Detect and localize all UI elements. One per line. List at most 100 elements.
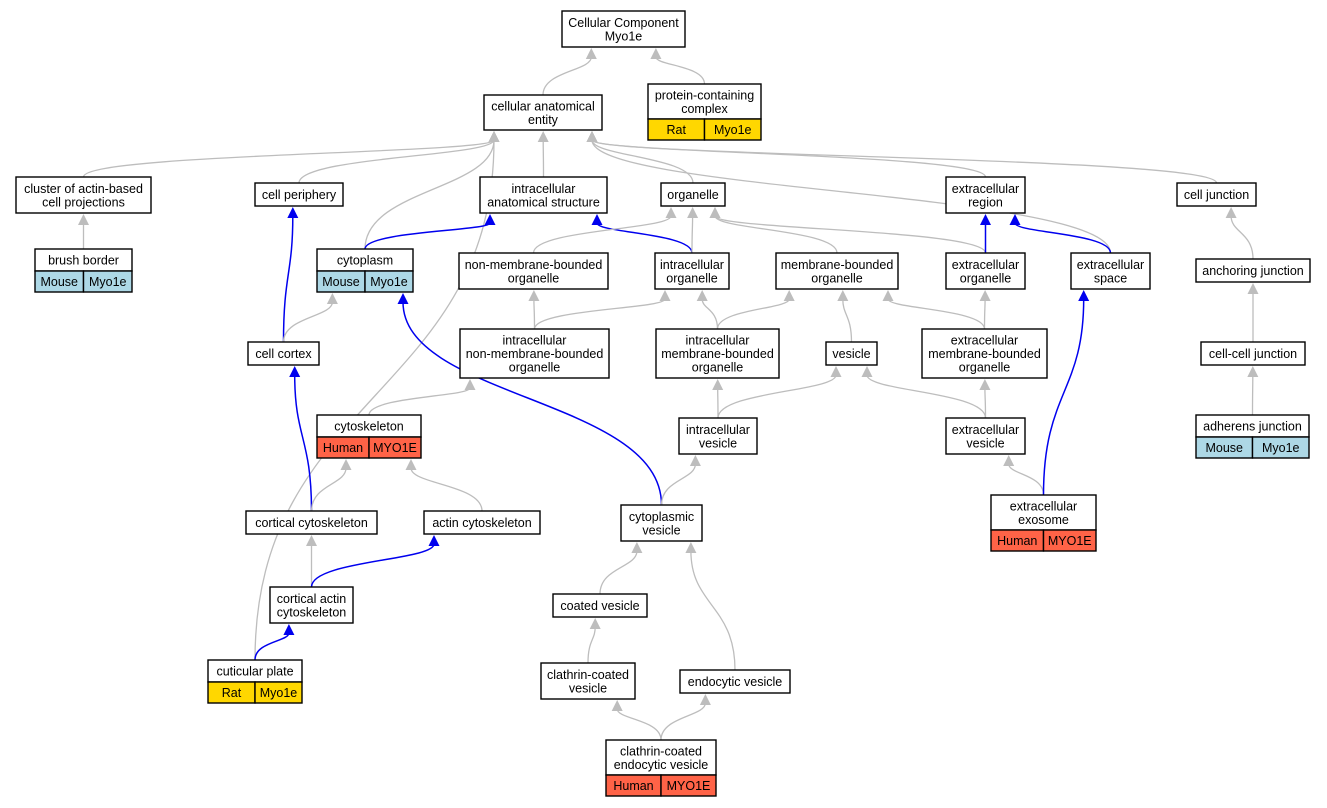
edge-arrowhead	[631, 542, 643, 553]
gene-cell	[82, 270, 133, 293]
term-label: cortical actin	[277, 592, 347, 606]
term-label: vesicle	[699, 436, 737, 450]
edge-arrowhead	[528, 290, 540, 301]
term-label: extracellular	[952, 182, 1019, 196]
term-node-cuticular: cuticular plate	[207, 659, 303, 683]
term-label: coated vesicle	[560, 599, 639, 613]
term-label: space	[1094, 271, 1127, 285]
edge-arrowhead	[589, 618, 601, 629]
gene-label: Myo1e	[89, 275, 127, 289]
edge-arrowhead	[837, 290, 849, 301]
edge-exspace-to-exreg	[1014, 222, 1112, 254]
term-box	[1200, 341, 1306, 366]
edge-cev-to-endocytic	[660, 702, 707, 741]
term-label: vesicle	[832, 347, 870, 361]
edge-arrowhead	[830, 366, 842, 377]
term-label: organelle	[811, 271, 862, 285]
edge-arrowhead	[685, 542, 697, 553]
edge-io-to-ias	[596, 222, 693, 254]
edge-cuticular-to-cac	[254, 632, 290, 661]
term-label: vesicle	[966, 436, 1004, 450]
edge-arrowhead	[289, 366, 301, 377]
term-label: intracellular	[512, 182, 576, 196]
term-label: vesicle	[642, 523, 680, 537]
edge-arrowhead	[405, 459, 417, 470]
term-box	[245, 510, 378, 535]
term-box	[945, 417, 1026, 455]
edge-celljx-to-cae	[591, 139, 1218, 184]
edge-arrowhead	[488, 131, 500, 142]
gene-cell	[1251, 436, 1310, 459]
term-label: anatomical structure	[487, 195, 600, 209]
gene-label: Myo1e	[1262, 441, 1300, 455]
term-node-cytoskel: cytoskeleton	[316, 414, 422, 438]
term-box	[825, 341, 878, 366]
term-label: brush border	[48, 254, 119, 268]
gene-cell	[368, 436, 422, 459]
term-node-inmbo: intracellularnon-membrane-boundedorganel…	[459, 328, 610, 379]
term-label: cellular anatomical	[491, 99, 595, 113]
term-label: intracellular	[686, 334, 750, 348]
term-node-coated: coated vesicle	[552, 593, 648, 618]
edge-endocytic-to-cytves	[690, 550, 736, 671]
term-node-cytoplasm: cytoplasm	[316, 248, 414, 272]
edge-arrowhead	[699, 694, 711, 705]
term-node-organelle: organelle	[660, 182, 726, 207]
edge-arrowhead	[586, 131, 598, 142]
edge-mbo-to-organelle	[714, 215, 838, 254]
term-label: cuticular plate	[216, 665, 293, 679]
term-label: intracellular	[686, 423, 750, 437]
term-label: anchoring junction	[1202, 264, 1304, 278]
edge-exosome-to-exspace	[1042, 298, 1085, 496]
gene-cell	[1042, 529, 1097, 552]
term-label: membrane-bounded	[781, 258, 894, 272]
term-label: extracellular	[952, 423, 1019, 437]
edge-arrowhead	[306, 535, 317, 546]
edge-embo-to-mbo	[887, 298, 986, 330]
term-label: extracellular	[952, 258, 1019, 272]
term-label: cell periphery	[262, 188, 337, 202]
edge-vesicle-to-mbo	[842, 298, 853, 343]
term-box	[605, 739, 717, 776]
term-label: cell projections	[42, 195, 125, 209]
term-box	[254, 182, 344, 207]
term-node-actcyto: actin cytoskeleton	[423, 510, 541, 535]
term-node-cellper: cell periphery	[254, 182, 344, 207]
species-label: Mouse	[40, 275, 78, 289]
term-label: cytoskeleton	[277, 605, 347, 619]
edge-arrowhead	[1247, 366, 1259, 377]
gene-cell	[703, 118, 762, 141]
term-label: cell junction	[1184, 188, 1249, 202]
term-box	[552, 593, 648, 618]
gene-cell	[364, 270, 414, 293]
edge-exspace-to-cae	[591, 139, 1112, 254]
term-box	[775, 252, 899, 290]
edge-imbo-to-mbo	[716, 298, 790, 330]
term-node-ccjx: cell-cell junction	[1200, 341, 1306, 366]
term-node-corcyto: cortical cytoskeleton	[245, 510, 378, 535]
edge-arrowhead	[783, 290, 795, 301]
term-box	[660, 182, 726, 207]
term-box	[459, 328, 610, 379]
term-node-anchor: anchoring junction	[1195, 258, 1311, 283]
term-node-cortex: cell cortex	[247, 341, 320, 366]
edge-cortex-to-cytoplasm	[282, 301, 334, 343]
species-label: Human	[323, 441, 363, 455]
term-box	[423, 510, 541, 535]
term-label: cytoskeleton	[334, 420, 404, 434]
